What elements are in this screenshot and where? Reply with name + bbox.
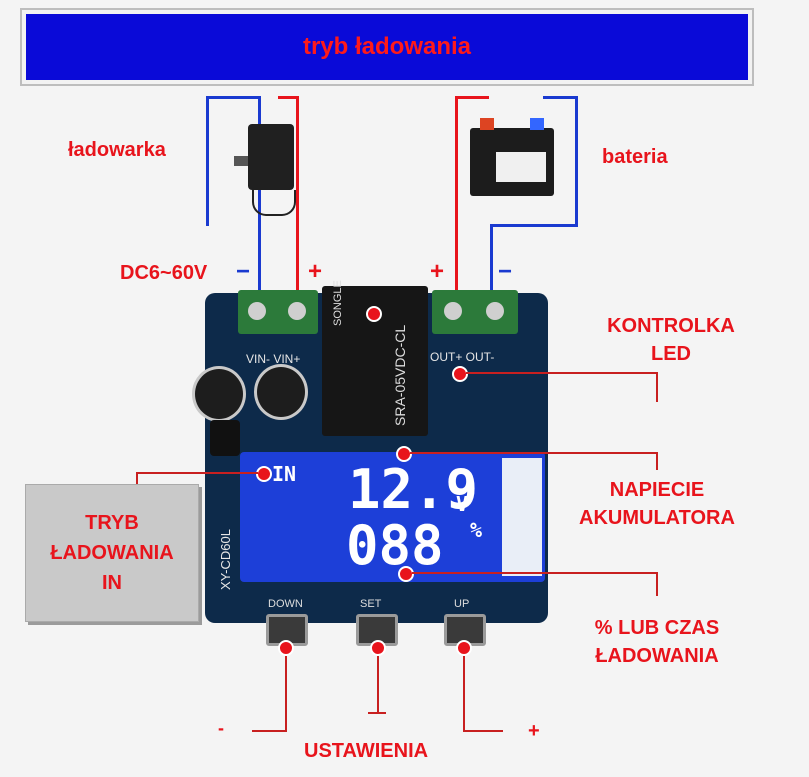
- input-minus-sign: −: [236, 258, 251, 285]
- input-terminal-block: [238, 290, 318, 334]
- lcd-mode: IN: [272, 462, 297, 486]
- settings-label: USTAWIENIA: [304, 740, 429, 762]
- relay-brand: SONGLE: [332, 280, 344, 326]
- input-terminal-label: VIN- VIN+: [246, 352, 301, 366]
- voltage-label: NAPIECIE AKUMULATORA: [579, 479, 735, 529]
- up-button-dot: [456, 640, 472, 656]
- lcd-voltage: 12.9: [348, 458, 479, 521]
- lcd-side-panel: [502, 458, 542, 576]
- banner-title: tryb ładowania: [302, 33, 472, 60]
- voltage-indicator-dot: [396, 446, 412, 462]
- relay-model: SRA-05VDC-CL: [392, 324, 408, 426]
- title-banner: tryb ładowania: [22, 10, 752, 84]
- settings-plus: +: [528, 720, 540, 742]
- output-terminal-block: [432, 290, 518, 334]
- lcd-display: [240, 452, 545, 582]
- output-minus-sign: −: [498, 258, 513, 285]
- board-model: XY-CD60L: [218, 529, 233, 590]
- down-button-dot: [278, 640, 294, 656]
- output-plus-sign: +: [430, 258, 445, 285]
- charger-label: ładowarka: [68, 139, 166, 161]
- led-indicator-dot: [452, 366, 468, 382]
- mode-box-line2: ŁADOWANIA: [50, 542, 174, 564]
- settings-minus: -: [218, 718, 224, 738]
- mode-indicator-dot: [256, 466, 272, 482]
- output-terminal-label: OUT+ OUT-: [430, 350, 495, 364]
- capacitor-right: [254, 364, 308, 420]
- mode-box-line1: TRYB: [85, 512, 139, 534]
- relay-marker-dot: [366, 306, 382, 322]
- set-button-dot: [370, 640, 386, 656]
- led-pointer-line: [466, 372, 658, 374]
- lcd-voltage-unit: V: [456, 492, 469, 516]
- set-button-label: SET: [360, 598, 382, 610]
- battery-label: bateria: [602, 146, 668, 168]
- lcd-percent: 088: [346, 514, 444, 577]
- mode-box-line3: IN: [102, 572, 122, 594]
- dc-range-label: DC6~60V: [120, 262, 208, 284]
- percent-label: % LUB CZAS ŁADOWANIA: [594, 617, 720, 667]
- lcd-percent-unit: %: [470, 518, 483, 542]
- percent-indicator-dot: [398, 566, 414, 582]
- up-button-label: UP: [454, 598, 470, 610]
- capacitor-left: [192, 366, 246, 422]
- led-label: KONTROLKA LED: [607, 315, 735, 365]
- input-plus-sign: +: [308, 258, 323, 285]
- charging-mode-box: TRYB ŁADOWANIA IN: [25, 484, 199, 622]
- down-button-label: DOWN: [268, 598, 303, 610]
- charger-icon: [232, 122, 296, 216]
- battery-icon: [470, 116, 554, 196]
- inductor: [210, 420, 240, 456]
